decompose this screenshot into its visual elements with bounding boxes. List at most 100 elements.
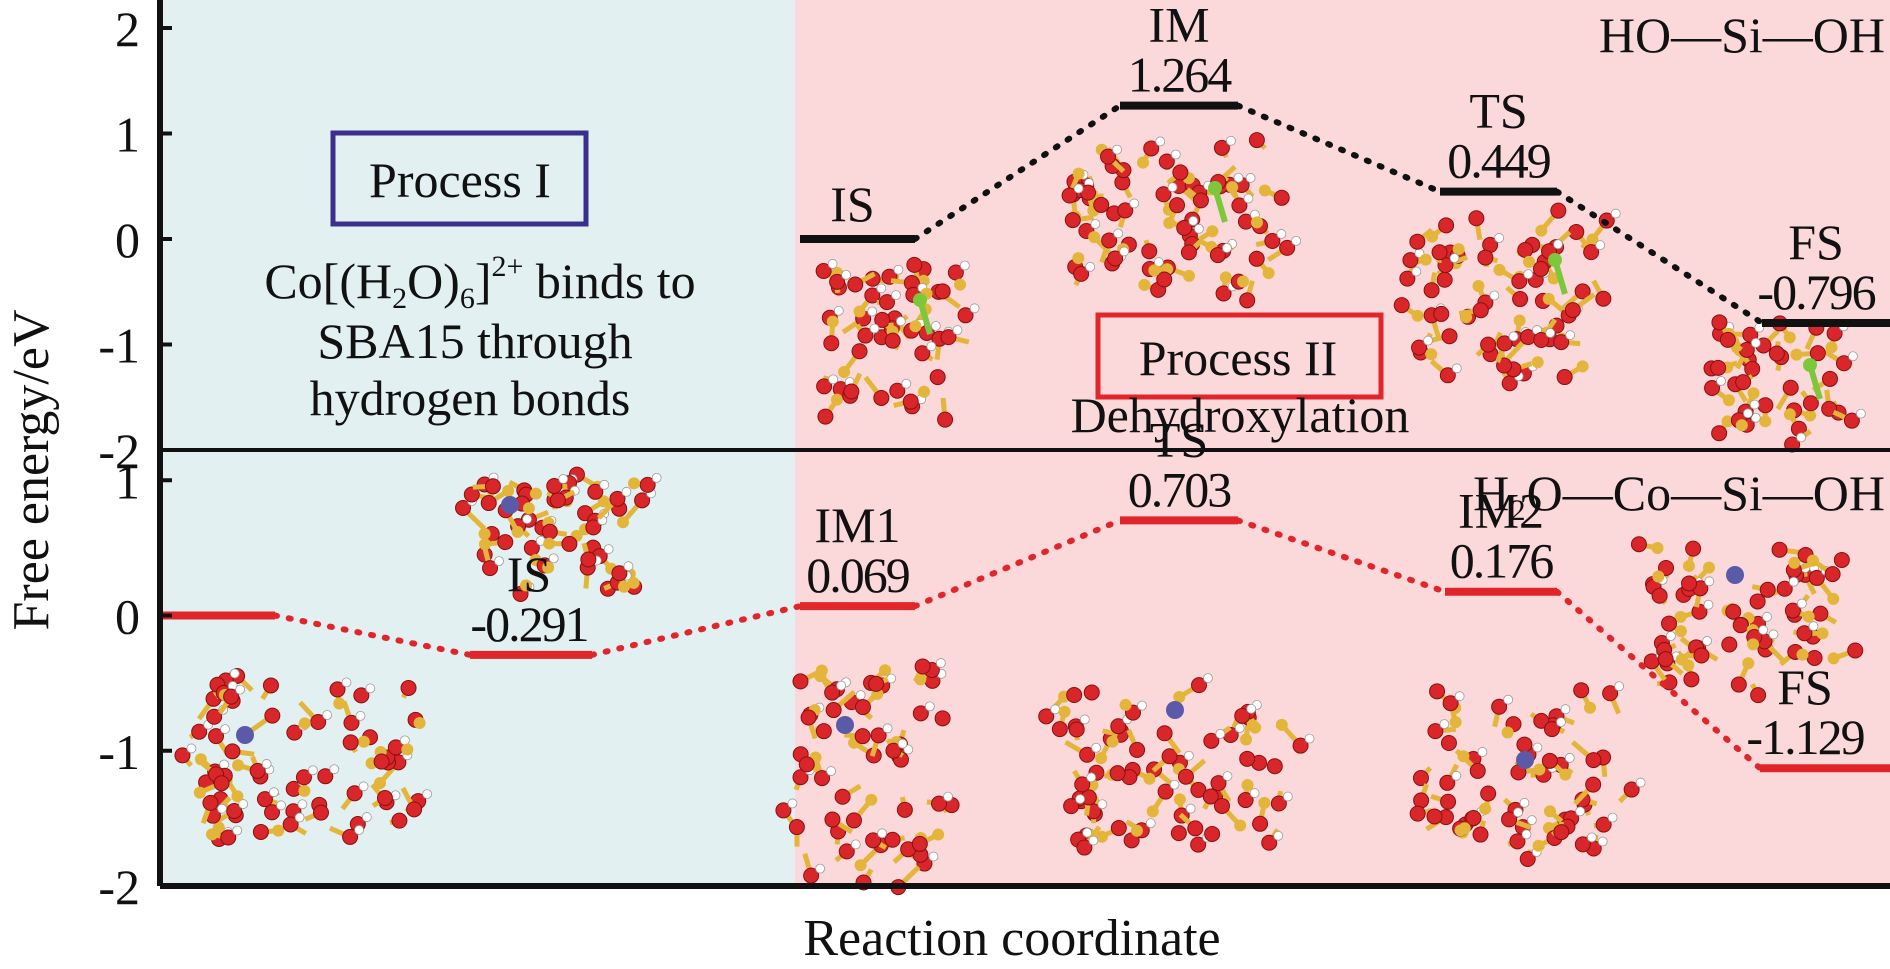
oxygen-atom bbox=[1821, 400, 1838, 417]
oxygen-atom bbox=[1202, 788, 1219, 805]
oxygen-atom bbox=[1509, 833, 1526, 850]
silicon-atom bbox=[1735, 419, 1748, 432]
oxygen-atom bbox=[312, 804, 329, 821]
hydrogen-atom bbox=[930, 321, 941, 331]
oxygen-atom bbox=[1063, 798, 1080, 815]
value-label: 1.264 bbox=[1128, 47, 1233, 103]
oxygen-atom bbox=[1079, 746, 1096, 763]
y-tick-label: 1 bbox=[115, 453, 140, 509]
oxygen-atom bbox=[639, 476, 656, 493]
hydrogen-atom bbox=[1276, 229, 1287, 239]
hydrogen-atom bbox=[1411, 266, 1422, 277]
oxygen-atom bbox=[1231, 197, 1248, 214]
y-tick-label: -2 bbox=[98, 859, 140, 915]
oxygen-atom bbox=[1685, 540, 1702, 557]
oxygen-atom bbox=[1429, 683, 1446, 700]
hydrogen-atom bbox=[1597, 836, 1608, 847]
oxygen-atom bbox=[814, 770, 831, 787]
silicon-atom bbox=[627, 576, 640, 589]
hydrogen-atom bbox=[895, 316, 906, 327]
process-one-description-part: O) bbox=[407, 253, 460, 309]
hydrogen-atom bbox=[1666, 631, 1676, 641]
oxygen-atom bbox=[206, 708, 223, 725]
oxygen-atom bbox=[1234, 707, 1251, 724]
hydrogen-atom bbox=[1246, 703, 1257, 714]
silicon-atom bbox=[1675, 653, 1688, 666]
oxygen-atom bbox=[1180, 244, 1197, 261]
hydrogen-atom bbox=[1088, 835, 1099, 846]
hydrogen-atom bbox=[893, 264, 904, 275]
oxygen-atom bbox=[1239, 292, 1256, 309]
hydrogen-atom bbox=[836, 680, 847, 691]
silicon-atom bbox=[520, 579, 533, 592]
hydrogen-atom bbox=[603, 544, 614, 554]
hydrogen-atom bbox=[969, 303, 980, 314]
axes: 210-1-210-1-2 bbox=[98, 0, 1890, 915]
hydrogen-atom bbox=[1273, 830, 1284, 841]
oxygen-atom bbox=[1776, 580, 1793, 597]
oxygen-atom bbox=[1517, 241, 1534, 258]
oxygen-atom bbox=[1757, 397, 1774, 414]
silicon-atom bbox=[1652, 570, 1665, 583]
oxygen-atom bbox=[815, 723, 832, 740]
oxygen-atom bbox=[391, 812, 408, 829]
oxygen-atom bbox=[1110, 718, 1127, 735]
hydrogen-atom bbox=[869, 323, 880, 334]
oxygen-atom bbox=[1076, 839, 1093, 856]
oxygen-atom bbox=[834, 788, 851, 805]
oxygen-atom bbox=[851, 343, 868, 360]
hydrogen-atom bbox=[867, 306, 878, 317]
silicon-atom bbox=[231, 790, 244, 803]
molecule-cluster bbox=[455, 466, 662, 602]
oxygen-atom bbox=[346, 785, 363, 802]
silicon-atom bbox=[333, 697, 346, 710]
oxygen-atom bbox=[1501, 811, 1518, 828]
silicon-atom bbox=[193, 786, 206, 799]
oxygen-atom bbox=[1187, 820, 1204, 837]
oxygen-atom bbox=[1693, 647, 1710, 664]
oxygen-atom bbox=[824, 684, 841, 701]
oxygen-atom bbox=[1170, 825, 1187, 842]
hydrogen-atom bbox=[1188, 215, 1199, 226]
oxygen-atom bbox=[1543, 721, 1560, 738]
silicon-atom bbox=[1146, 805, 1159, 818]
hydrogen-atom bbox=[1607, 812, 1618, 823]
silicon-atom bbox=[1411, 309, 1424, 322]
oxygen-atom bbox=[1176, 219, 1193, 236]
oxygen-atom bbox=[463, 486, 480, 503]
hydrogen-atom bbox=[1451, 363, 1462, 374]
oxygen-atom bbox=[1749, 593, 1766, 610]
oxygen-atom bbox=[1431, 244, 1448, 261]
silicon-atom bbox=[1584, 701, 1597, 714]
oxygen-atom bbox=[1038, 708, 1055, 725]
silicon-atom bbox=[617, 580, 630, 593]
silicon-atom bbox=[357, 735, 370, 748]
silicon-atom bbox=[627, 477, 640, 490]
oxygen-atom bbox=[264, 707, 281, 724]
oxygen-atom bbox=[342, 828, 359, 845]
silicon-atom bbox=[1458, 822, 1471, 835]
highlight-atom bbox=[913, 293, 927, 307]
oxygen-atom bbox=[911, 835, 928, 852]
silicon-atom bbox=[206, 828, 219, 841]
oxygen-atom bbox=[885, 742, 902, 759]
silicon-atom bbox=[1449, 716, 1462, 729]
oxygen-atom bbox=[1411, 339, 1428, 356]
oxygen-atom bbox=[1190, 677, 1207, 694]
hydrogen-atom bbox=[787, 798, 798, 809]
hydrogen-atom bbox=[1233, 172, 1244, 183]
oxygen-atom bbox=[1808, 569, 1825, 586]
oxygen-atom bbox=[1847, 642, 1864, 659]
oxygen-atom bbox=[870, 727, 887, 744]
hydrogen-atom bbox=[891, 290, 901, 300]
y-tick-label: 0 bbox=[115, 589, 140, 645]
oxygen-atom bbox=[845, 812, 862, 829]
oxygen-atom bbox=[1802, 395, 1819, 412]
oxygen-atom bbox=[1491, 698, 1508, 715]
oxygen-atom bbox=[873, 389, 890, 406]
hydrogen-atom bbox=[876, 283, 887, 294]
value-label: 0.703 bbox=[1128, 461, 1232, 517]
process-one-line-3: hydrogen bonds bbox=[310, 370, 631, 426]
oxygen-atom bbox=[1270, 795, 1287, 812]
hydrogen-atom bbox=[621, 486, 632, 497]
